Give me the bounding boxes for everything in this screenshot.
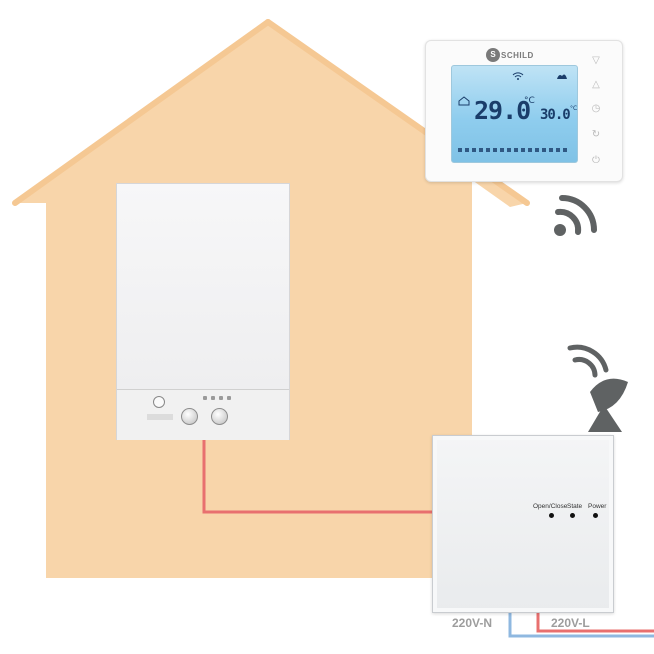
receiver-label-power: Power bbox=[588, 503, 607, 510]
down-arrow-icon[interactable]: ▽ bbox=[592, 55, 600, 66]
heating-knob[interactable] bbox=[181, 408, 198, 425]
status-led bbox=[211, 396, 215, 400]
signal-wire bbox=[202, 440, 432, 514]
status-led bbox=[219, 396, 223, 400]
set-temperature: 30.0 bbox=[540, 107, 571, 123]
open-close-indicator bbox=[549, 513, 554, 518]
brand-logo-icon: S bbox=[486, 48, 500, 62]
current-temperature-unit: °C bbox=[524, 96, 535, 106]
screen-wifi-icon bbox=[512, 72, 524, 80]
receiver-label-open-close: Open/Close bbox=[533, 503, 568, 510]
house-roof-edge-left bbox=[12, 19, 271, 206]
set-temperature-unit: °C bbox=[570, 105, 578, 112]
wifi-signal-icon bbox=[554, 195, 597, 236]
thermostat: S SCHILD 29.0 °C 30.0 °C ▽ △ ◷ ↻ ⏻ bbox=[425, 40, 623, 182]
pressure-gauge-icon bbox=[153, 396, 165, 408]
gas-boiler bbox=[116, 183, 290, 440]
live-wire-label: 220V-L bbox=[551, 616, 590, 630]
thermostat-screen: 29.0 °C 30.0 °C bbox=[451, 65, 578, 163]
water-knob[interactable] bbox=[211, 408, 228, 425]
clock-icon[interactable]: ◷ bbox=[591, 103, 601, 114]
power-indicator bbox=[593, 513, 598, 518]
wireless-receiver: Open/Close State Power bbox=[432, 435, 614, 613]
current-temperature: 29.0 bbox=[474, 96, 531, 125]
thermostat-brand: S SCHILD bbox=[486, 48, 534, 62]
screen-home-icon bbox=[458, 96, 470, 106]
brand-name: SCHILD bbox=[501, 50, 534, 60]
up-arrow-icon[interactable]: △ bbox=[592, 79, 600, 90]
boiler-display bbox=[147, 414, 173, 420]
receiver-label-state: State bbox=[567, 503, 583, 510]
mode-icon[interactable]: ↻ bbox=[591, 129, 601, 140]
screen-flame-icon bbox=[557, 74, 567, 79]
live-wire bbox=[536, 611, 654, 633]
status-led bbox=[227, 396, 231, 400]
state-indicator bbox=[570, 513, 575, 518]
schedule-bar bbox=[458, 148, 570, 152]
satellite-dish-icon bbox=[567, 344, 628, 432]
status-led bbox=[203, 396, 207, 400]
neutral-wire-label: 220V-N bbox=[452, 616, 493, 630]
boiler-control-panel bbox=[117, 389, 289, 440]
power-icon[interactable]: ⏻ bbox=[592, 155, 600, 166]
neutral-wire bbox=[508, 611, 654, 638]
